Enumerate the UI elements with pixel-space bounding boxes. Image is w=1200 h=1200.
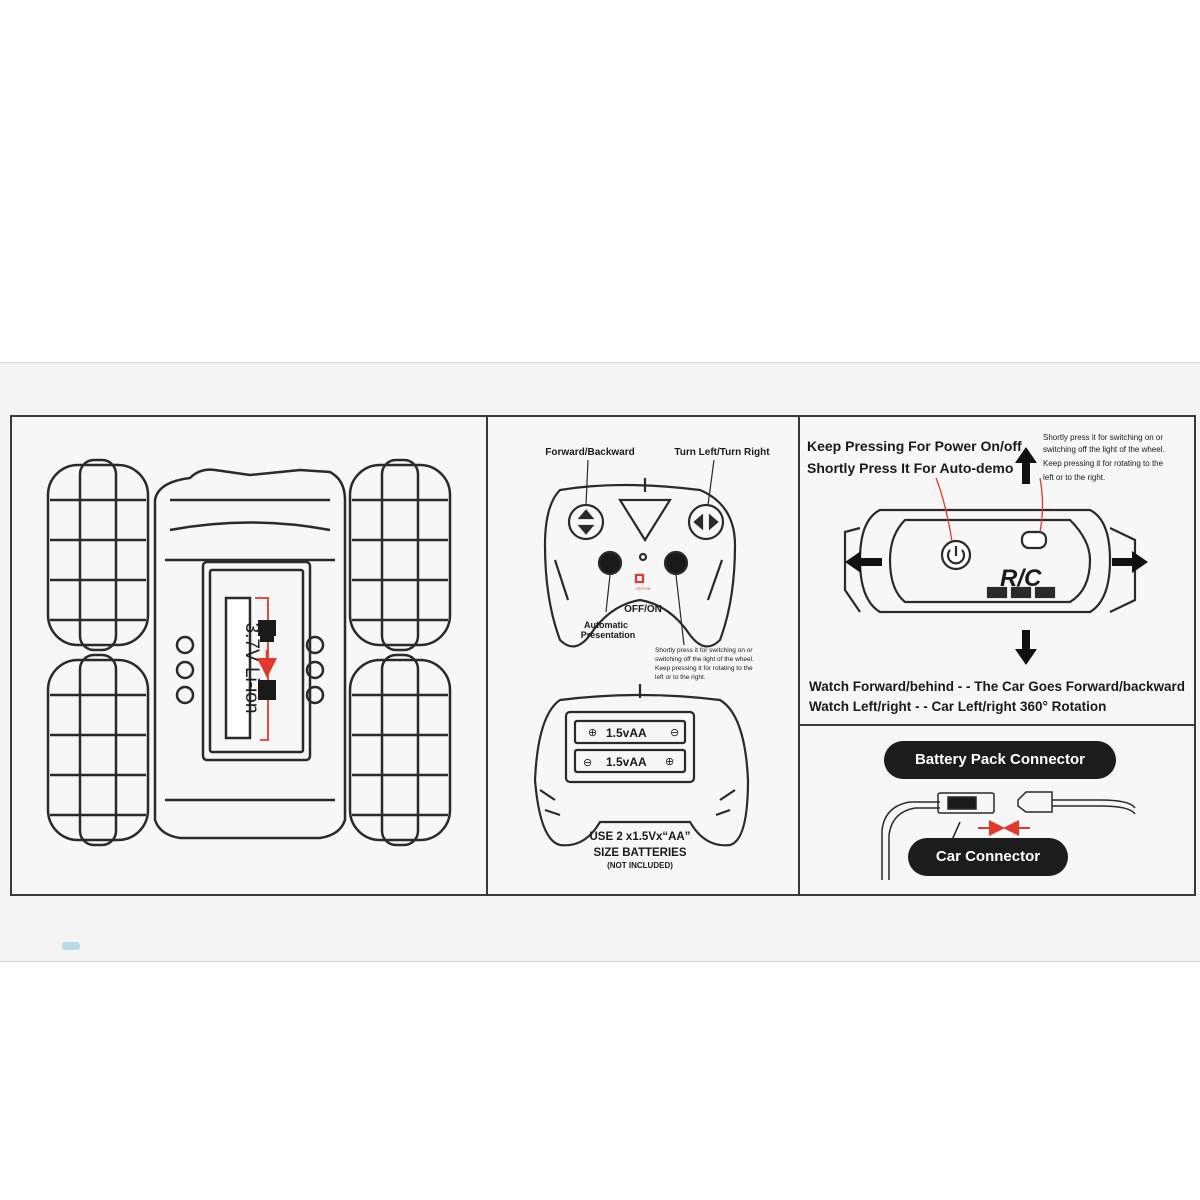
watch-light-note-3: Keep pressing it for rotating to the <box>1043 459 1164 468</box>
instruction-frame <box>10 415 1196 896</box>
label-auto-1: Automatic <box>584 620 628 630</box>
remote-light-note-4: left or to the right. <box>655 674 706 681</box>
remote-back-illustration <box>533 684 750 847</box>
connector-illustration <box>881 791 1136 880</box>
arrow-down-icon <box>1015 630 1037 665</box>
remote-front-illustration <box>543 459 737 648</box>
battery-pack-connector-label: Battery Pack Connector <box>884 741 1116 779</box>
car-connector-icon <box>937 792 995 814</box>
car-plug-icon <box>255 597 277 741</box>
car-connector-label: Car Connector <box>908 838 1068 876</box>
battery-cell-1 <box>573 719 687 745</box>
arrow-left-icon <box>845 551 882 573</box>
wheel-top-right-icon <box>348 458 452 652</box>
car-body-icon <box>153 468 347 840</box>
cell-1-plus: ⊕ <box>588 727 597 739</box>
watch-light-note-4: left or to the right. <box>1043 473 1105 482</box>
watch-bottom-line-2: Watch Left/right - - Car Left/right 360°… <box>809 699 1106 714</box>
dpad-turn-icon <box>687 503 725 541</box>
cell-1-label: 1.5vAA <box>606 726 647 740</box>
remote-light-note-2: switching off the light of the wheel. <box>655 656 754 663</box>
rc-logo: R/C <box>1000 565 1042 592</box>
light-button-icon <box>1020 530 1048 550</box>
battery-note-3: (NOT INCLUDED) <box>607 861 673 870</box>
remote-light-note: Shortly press it for switching on or swi… <box>655 647 754 681</box>
cell-2-minus: ⊖ <box>583 757 592 769</box>
wheel-bottom-left-icon <box>46 653 150 847</box>
divider-left <box>486 415 488 896</box>
remote-light-note-1: Shortly press it for switching on or <box>655 647 753 654</box>
direction-arrows <box>845 447 1148 665</box>
cell-2-plus: ⊕ <box>665 756 674 768</box>
label-offon: OFF/ON <box>624 604 662 615</box>
arrow-right-icon <box>1112 551 1148 573</box>
watch-power-line-2: Shortly Press It For Auto-demo <box>807 460 1013 476</box>
arrow-up-icon <box>1015 447 1037 484</box>
watch-bottom-line-1: Watch Forward/behind - - The Car Goes Fo… <box>809 679 1185 694</box>
label-forward-backward: Forward/Backward <box>545 447 634 458</box>
cell-1-minus: ⊖ <box>670 727 679 739</box>
watch-light-note-2: switching off the light of the wheel. <box>1043 445 1165 454</box>
wheel-top-left-icon <box>46 458 150 652</box>
label-turn: Turn Left/Turn Right <box>674 447 770 458</box>
cell-2-label: 1.5vAA <box>606 755 647 769</box>
battery-label: 3.7V Li-ion <box>241 623 262 714</box>
blue-stain <box>62 942 80 950</box>
battery-note-2: SIZE BATTERIES <box>593 847 686 859</box>
watch-power-line-1: Keep Pressing For Power On/off <box>807 438 1022 454</box>
switch-tiny-label: OFF/ON <box>635 586 650 591</box>
watch-illustration <box>843 477 1137 614</box>
watch-light-note-1: Shortly press it for switching on or <box>1043 433 1163 442</box>
label-auto-2: Presentation <box>581 630 636 640</box>
battery-note-1: USE 2 x1.5Vx“AA” <box>590 831 691 843</box>
battery-connector-icon <box>1017 791 1053 813</box>
battery-compartment <box>201 560 312 762</box>
battery-cell-2 <box>573 748 687 774</box>
divider-horizontal <box>800 724 1196 726</box>
divider-right <box>798 415 800 896</box>
car-illustration <box>46 458 452 847</box>
remote-light-note-3: Keep pressing it for rotating to the <box>655 665 753 672</box>
wheel-bottom-right-icon <box>348 653 452 847</box>
